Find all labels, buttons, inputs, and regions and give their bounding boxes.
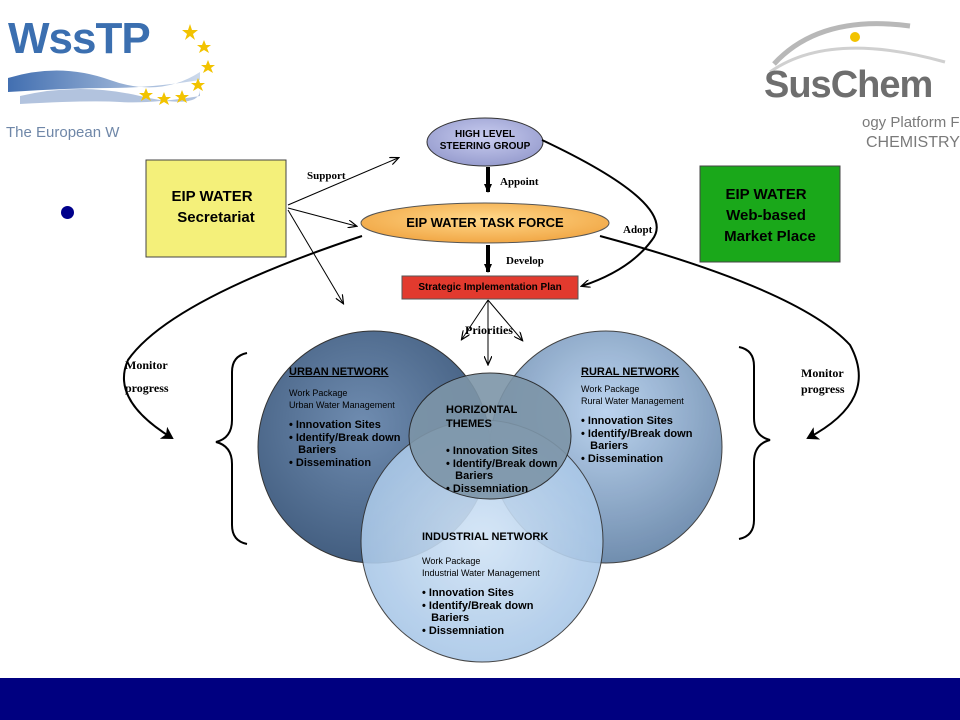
urban-bullet-4: • Dissemination bbox=[289, 456, 372, 469]
monitor-left-line1: Monitor bbox=[125, 358, 168, 372]
monitor-right-line2: progress bbox=[801, 382, 845, 396]
urban-title: URBAN NETWORK bbox=[289, 366, 389, 378]
support-plan-arrow bbox=[287, 209, 343, 303]
steering-group-line2: STEERING GROUP bbox=[439, 141, 531, 152]
monitor-left-arrow bbox=[123, 235, 363, 440]
priorities-urban-arrow bbox=[462, 299, 489, 339]
horizontal-title-1: HORIZONTAL bbox=[446, 404, 518, 416]
right-brace bbox=[738, 346, 771, 540]
marketplace-line3: Market Place bbox=[724, 228, 816, 245]
suschem-dot-icon bbox=[850, 32, 860, 42]
wsstp-tagline: The European W bbox=[6, 124, 120, 141]
horizontal-themes-text: HORIZONTAL THEMES • Innovation Sites • I… bbox=[446, 403, 566, 495]
steering-group-line1: HIGH LEVEL bbox=[454, 129, 515, 140]
rural-bullets: • Innovation Sites • Identify/Break down… bbox=[581, 415, 711, 465]
industrial-bullet-1: • Innovation Sites bbox=[422, 587, 514, 599]
adopt-arrow bbox=[541, 139, 658, 286]
eu-stars-icon bbox=[139, 24, 215, 105]
monitor-right-arrow bbox=[599, 235, 860, 440]
rural-network-text: RURAL NETWORK Work Package Rural Water M… bbox=[581, 366, 711, 465]
secretariat-box bbox=[145, 159, 287, 258]
steering-group-ellipse bbox=[426, 117, 544, 167]
bullet-dot bbox=[61, 206, 74, 219]
suschem-tagline-1: ogy Platform For bbox=[862, 114, 960, 131]
monitor-right-line1: Monitor bbox=[801, 366, 844, 380]
task-force-ellipse bbox=[360, 202, 610, 244]
urban-bullet-3: Bariers bbox=[289, 444, 337, 456]
wsstp-logo-graphic bbox=[8, 24, 215, 105]
horizontal-bullets: • Innovation Sites • Identify/Break down… bbox=[446, 445, 566, 495]
monitor-right-label: Monitor progress bbox=[801, 365, 845, 397]
horizontal-bullet-3: Bariers bbox=[446, 470, 494, 482]
urban-bullet-2: • Identify/Break down bbox=[289, 431, 401, 444]
monitor-left-label: Monitor progress bbox=[125, 354, 169, 400]
monitor-left-line2: progress bbox=[125, 381, 169, 395]
industrial-bullets: • Innovation Sites • Identify/Break down… bbox=[422, 587, 582, 637]
support-taskforce-arrow bbox=[287, 207, 356, 226]
steering-group-label: HIGH LEVEL STEERING GROUP bbox=[427, 129, 543, 153]
secretariat-line2: Secretariat bbox=[177, 209, 255, 226]
rural-bullet-4: • Dissemination bbox=[581, 452, 664, 465]
horizontal-bullet-2: • Identify/Break down bbox=[446, 457, 558, 470]
industrial-bullet-2: • Identify/Break down bbox=[422, 599, 534, 612]
urban-network-text: URBAN NETWORK Work Package Urban Water M… bbox=[289, 366, 419, 469]
rural-title: RURAL NETWORK bbox=[581, 366, 680, 378]
marketplace-line2: Web-based bbox=[726, 207, 806, 224]
horizontal-title-2: THEMES bbox=[446, 418, 492, 430]
industrial-network-text: INDUSTRIAL NETWORK Work Package Industri… bbox=[422, 531, 582, 637]
adopt-label: Adopt bbox=[623, 224, 653, 236]
urban-bullets: • Innovation Sites • Identify/Break down… bbox=[289, 419, 419, 469]
rural-wp1: Work Package bbox=[581, 384, 640, 394]
industrial-wp1: Work Package bbox=[422, 556, 481, 566]
suschem-arc-graphic bbox=[769, 21, 946, 74]
urban-wp1: Work Package bbox=[289, 388, 348, 398]
marketplace-label: EIP WATER Web-based Market Place bbox=[700, 184, 840, 247]
urban-wp2: Urban Water Management bbox=[289, 400, 395, 410]
priorities-rural-arrow bbox=[487, 299, 522, 340]
wsstp-logo: WssTP The European W bbox=[0, 0, 230, 150]
rural-bullet-3: Bariers bbox=[581, 440, 629, 452]
plan-label: Strategic Implementation Plan bbox=[418, 282, 562, 293]
develop-label: Develop bbox=[506, 255, 544, 267]
wsstp-wordmark: WssTP bbox=[8, 14, 151, 63]
secretariat-line1: EIP WATER bbox=[171, 188, 253, 205]
priorities-label: Priorities bbox=[465, 323, 513, 337]
plan-box bbox=[401, 275, 579, 300]
support-arrow bbox=[287, 158, 398, 206]
urban-bullet-1: • Innovation Sites bbox=[289, 419, 381, 431]
industrial-bullet-3: Bariers bbox=[422, 612, 470, 624]
secretariat-label: EIP WATER Secretariat bbox=[146, 186, 286, 228]
suschem-logo: SusChem ogy Platform For CHEMISTRY bbox=[740, 0, 960, 160]
industrial-title: INDUSTRIAL NETWORK bbox=[422, 531, 549, 543]
horizontal-bullet-4: • Dissemniation bbox=[446, 482, 529, 495]
industrial-bullet-4: • Dissemniation bbox=[422, 624, 505, 637]
support-label: Support bbox=[307, 170, 346, 182]
appoint-label: Appoint bbox=[500, 176, 539, 188]
industrial-wp2: Industrial Water Management bbox=[422, 568, 540, 578]
suschem-tagline-2: CHEMISTRY bbox=[866, 134, 960, 151]
marketplace-box bbox=[699, 165, 841, 263]
horizontal-themes-circle bbox=[408, 372, 572, 500]
horizontal-bullet-1: • Innovation Sites bbox=[446, 445, 538, 457]
marketplace-line1: EIP WATER bbox=[725, 186, 807, 203]
rural-wp2: Rural Water Management bbox=[581, 396, 684, 406]
rural-bullet-1: • Innovation Sites bbox=[581, 415, 673, 427]
rural-bullet-2: • Identify/Break down bbox=[581, 427, 693, 440]
task-force-label: EIP WATER TASK FORCE bbox=[406, 215, 564, 230]
footer-bar bbox=[0, 678, 960, 720]
left-brace bbox=[215, 352, 248, 545]
suschem-wordmark: SusChem bbox=[764, 64, 933, 106]
